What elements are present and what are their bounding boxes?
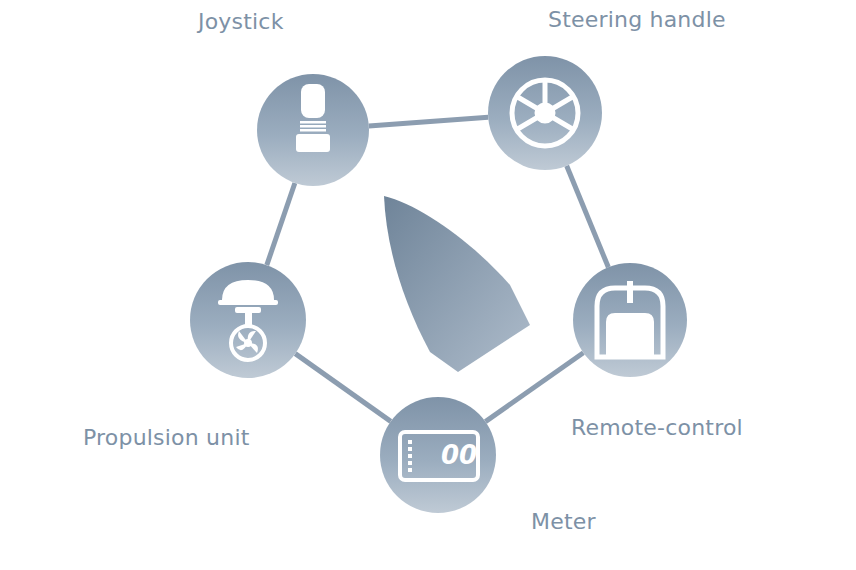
connector-line (369, 117, 488, 126)
connector-stroke (369, 117, 488, 126)
component-label: Joystick (198, 9, 284, 35)
component-label: Remote-control (571, 415, 743, 441)
connector-stroke (485, 353, 583, 422)
component-label: Steering handle (548, 7, 726, 33)
component-circle: Steering handle (488, 56, 602, 170)
connector-line (567, 166, 609, 268)
connector-stroke (267, 183, 295, 265)
component-circle: Meter (380, 397, 496, 513)
component-circle: Propulsion unit (190, 262, 306, 378)
connector-line (267, 183, 295, 265)
component-circle: Joystick (257, 74, 369, 186)
connector-line (485, 353, 583, 422)
connector-stroke (567, 166, 609, 268)
component-circle: Remote-control (573, 263, 687, 377)
boat-hull (384, 196, 530, 372)
meter-readout: 00 (441, 440, 477, 470)
connector-line (295, 354, 390, 422)
connector-stroke (295, 354, 390, 422)
component-label: Meter (531, 509, 596, 535)
component-label: Propulsion unit (83, 425, 250, 451)
